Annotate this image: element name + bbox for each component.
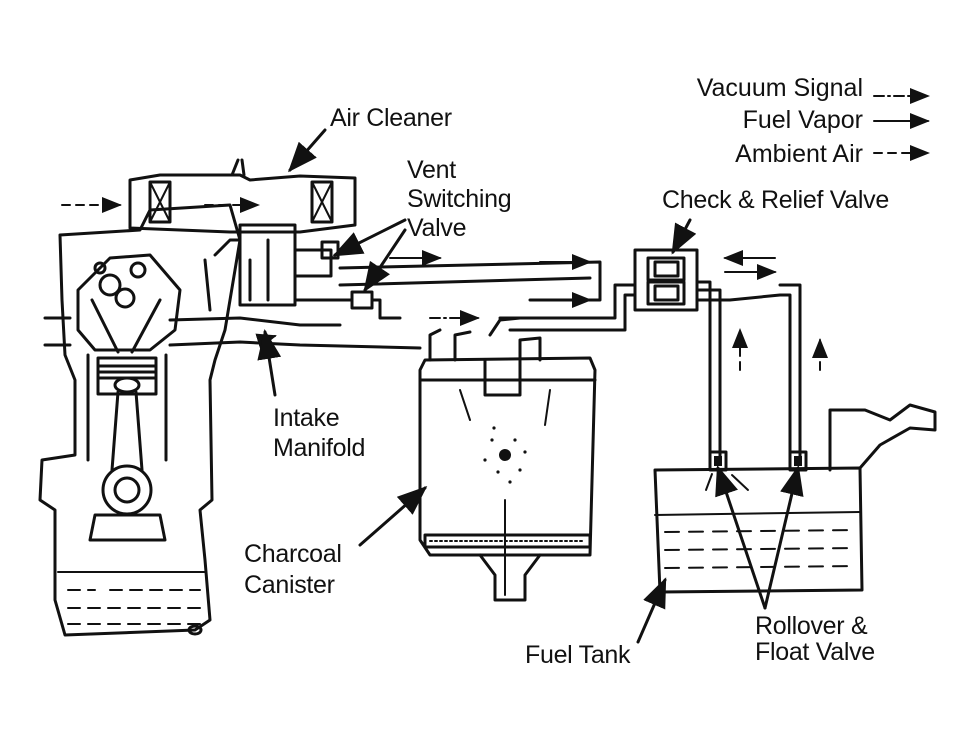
label-charcoal-canister-line1: Charcoal bbox=[244, 540, 342, 568]
engine bbox=[38, 203, 242, 637]
air-cleaner bbox=[61, 158, 357, 307]
label-charcoal-canister-line2: Canister bbox=[244, 571, 335, 599]
label-rollover-float-valve-line1: Rollover & bbox=[755, 612, 868, 640]
label-vent-switching-valve-line1: Vent bbox=[407, 156, 456, 184]
legend-fuel-vapor: Fuel Vapor bbox=[742, 106, 863, 134]
label-vent-switching-valve-line3: Valve bbox=[407, 214, 467, 242]
fuel-tank bbox=[653, 403, 937, 594]
vapor-line bbox=[389, 250, 637, 332]
check-relief-valve bbox=[633, 248, 777, 312]
label-rollover-float-valve-line2: Float Valve bbox=[755, 638, 875, 666]
label-intake-manifold-line2: Manifold bbox=[273, 434, 366, 462]
label-intake-manifold-line1: Intake bbox=[273, 404, 340, 432]
label-check-relief-valve: Check & Relief Valve bbox=[662, 186, 889, 214]
label-air-cleaner: Air Cleaner bbox=[330, 104, 452, 132]
tank-vent-lines bbox=[695, 280, 828, 462]
charcoal-canister bbox=[418, 316, 597, 602]
legend-ambient-air: Ambient Air bbox=[735, 140, 863, 168]
label-fuel-tank: Fuel Tank bbox=[525, 641, 631, 669]
label-vent-switching-valve-line2: Switching bbox=[407, 185, 512, 213]
label-leaders bbox=[257, 128, 804, 644]
legend-vacuum-signal: Vacuum Signal bbox=[696, 74, 863, 102]
